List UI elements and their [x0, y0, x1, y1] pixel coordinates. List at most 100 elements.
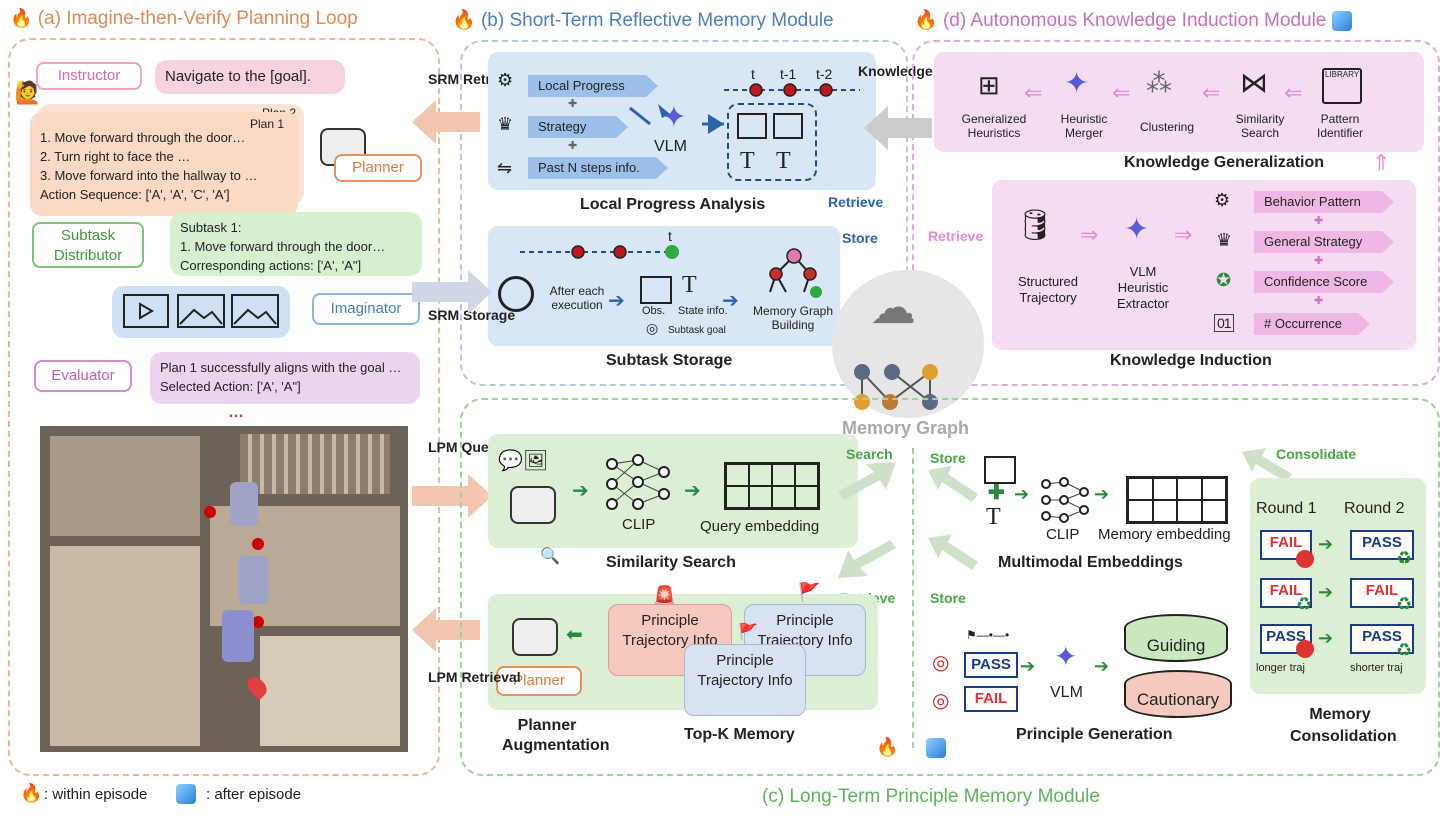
panel-b — [460, 40, 908, 386]
fire-icon: 🔥 — [20, 783, 43, 803]
arrow-right-icon: ➔ — [1094, 484, 1110, 504]
cautionary-database: Cautionary — [1124, 670, 1232, 718]
storage-timeline — [520, 245, 679, 259]
lpm-planner-label: Planner — [496, 666, 582, 696]
panel-c — [460, 398, 1440, 776]
storage-time-t: t — [668, 228, 672, 244]
memory-graph-label: Memory Graph — [842, 418, 970, 438]
fail-badge: FAIL — [964, 686, 1018, 712]
waypoint-marker — [252, 538, 264, 550]
ice-icon — [1331, 10, 1352, 31]
route-icon: ⇋ — [497, 158, 513, 178]
arrow-right-icon: ➔ — [684, 480, 701, 502]
past-steps-chip: Past N steps info. — [528, 157, 668, 179]
arrow-right-icon: ⇒ — [1174, 222, 1193, 247]
fire-icon: 🔥 — [914, 10, 938, 31]
flag-icon: 🚩 — [738, 624, 758, 641]
pattern-identifier-text: Pattern Identifier — [1316, 112, 1364, 140]
memory-graph-circle — [832, 270, 984, 418]
vlm-extractor-label: VLM Heuristic Extractor — [1110, 264, 1176, 312]
store-label-1: Store — [930, 450, 966, 466]
text-icon: T — [986, 504, 1001, 530]
plus-icon: ✚ — [1314, 215, 1324, 227]
svg-text:T: T — [776, 148, 791, 174]
panel-c-divider — [912, 448, 914, 748]
action-sequence: Action Sequence: ['A', 'A', 'C', 'A'] — [40, 187, 230, 202]
subtask-actions: Corresponding actions: ['A', 'A"] — [180, 258, 362, 273]
target-icon: ◎ — [932, 690, 950, 712]
arrow-up-icon: ⇑ — [1372, 150, 1391, 175]
panel-c-title: (c) Long-Term Principle Memory Module — [762, 786, 1100, 807]
topk-memory-title: Top-K Memory — [684, 726, 795, 743]
robot-figure — [230, 482, 258, 526]
subtask-line: 1. Move forward through the door… — [180, 239, 386, 254]
legend-after: : after episode — [206, 786, 302, 803]
mem-graph-building-text: Memory Graph Building — [752, 304, 834, 332]
ice-icon — [176, 784, 196, 804]
clustering-label: Clustering — [1140, 120, 1195, 134]
trash-icon — [1296, 640, 1314, 658]
heuristic-merger-text: Heuristic Merger — [1060, 112, 1108, 140]
consolidate-label: Consolidate — [1276, 446, 1357, 462]
eval-line-2: Selected Action: ['A', 'A"] — [160, 379, 301, 394]
local-progress-chip: Local Progress — [528, 75, 658, 97]
environment-map — [40, 426, 408, 752]
evaluator-label: Evaluator — [34, 360, 132, 392]
query-image-icon: 💬🖼 — [498, 450, 549, 472]
library-text: LIBRARY — [1324, 70, 1360, 79]
search-label: Search — [846, 446, 893, 462]
fire-icon: 🔥 — [10, 8, 33, 28]
lpm-query-text: LPM Query — [428, 439, 502, 455]
vlm-logo-icon: ✦ — [1124, 213, 1150, 246]
panel-b-title-text: (b) Short-Term Reflective Memory Module — [480, 10, 834, 31]
vlm-extractor-text: VLM Heuristic Extractor — [1116, 264, 1169, 311]
search-doc-icon: 🔍 — [540, 548, 560, 565]
obs-label: Obs. — [642, 305, 666, 317]
flag-icon: 🚩 — [798, 582, 821, 602]
database-icon: 🛢 — [1016, 209, 1055, 242]
lpm-retrieval-arrow — [412, 608, 480, 652]
imaginator-label: Imaginator — [312, 293, 420, 325]
srm-storage-label: SRM Storage — [428, 306, 515, 324]
confidence-score-chip: Confidence Score — [1254, 271, 1394, 293]
search-arrow — [838, 462, 896, 500]
time-t2: t-2 — [816, 66, 833, 82]
query-embedding-grid — [724, 462, 820, 510]
strategy-icon: ♛ — [1216, 230, 1233, 250]
vlm-logo-icon: ✦ — [661, 101, 687, 134]
vlm-label: VLM — [654, 138, 687, 155]
imagination-frames — [112, 286, 290, 338]
similarity-search-text: Similarity Search — [1235, 112, 1285, 140]
state-info-label: State info. — [678, 305, 728, 317]
map-room — [50, 546, 200, 746]
pattern-identifier-label: Pattern Identifier — [1310, 112, 1370, 140]
retrieve-arrow — [838, 540, 896, 578]
occurrence-chip: # Occurrence — [1254, 313, 1370, 335]
subtask-bubble: Subtask 1: 1. Move forward through the d… — [170, 212, 422, 276]
map-room — [260, 636, 400, 746]
fire-icon: 🔥 — [452, 10, 476, 31]
srm-storage-text: SRM Storage — [428, 307, 516, 323]
target-icon: ◎ — [932, 652, 950, 674]
similarity-search-title: Similarity Search — [606, 554, 736, 571]
pass-badge: PASS — [964, 652, 1018, 678]
fail-badge: FAIL — [1260, 578, 1312, 608]
alarm-icon: 🚨 — [652, 586, 677, 608]
principle-vlm-label: VLM — [1050, 684, 1083, 701]
store-arrow-2 — [928, 534, 978, 570]
strategy-icon: ♛ — [497, 114, 514, 134]
svg-text:T: T — [740, 148, 755, 174]
panel-d-title: 🔥 (d) Autonomous Knowledge Induction Mod… — [914, 8, 1352, 32]
pass-badge: PASS — [1350, 624, 1414, 654]
store-label-2: Store — [930, 590, 966, 606]
robot-icon — [512, 618, 558, 656]
after-exec-label: After each execution — [546, 284, 608, 312]
instructor-label: Instructor — [36, 62, 142, 90]
srm-store-label: Store — [842, 230, 878, 246]
recycle-icon: ♻ — [1396, 594, 1413, 614]
lpm-query-arrow — [412, 474, 492, 518]
arrow-left-icon: ⇐ — [1112, 80, 1131, 105]
pass-badge: PASS — [1260, 624, 1312, 654]
panel-a — [8, 38, 440, 776]
panel-b-title: 🔥 (b) Short-Term Reflective Memory Modul… — [452, 8, 834, 32]
